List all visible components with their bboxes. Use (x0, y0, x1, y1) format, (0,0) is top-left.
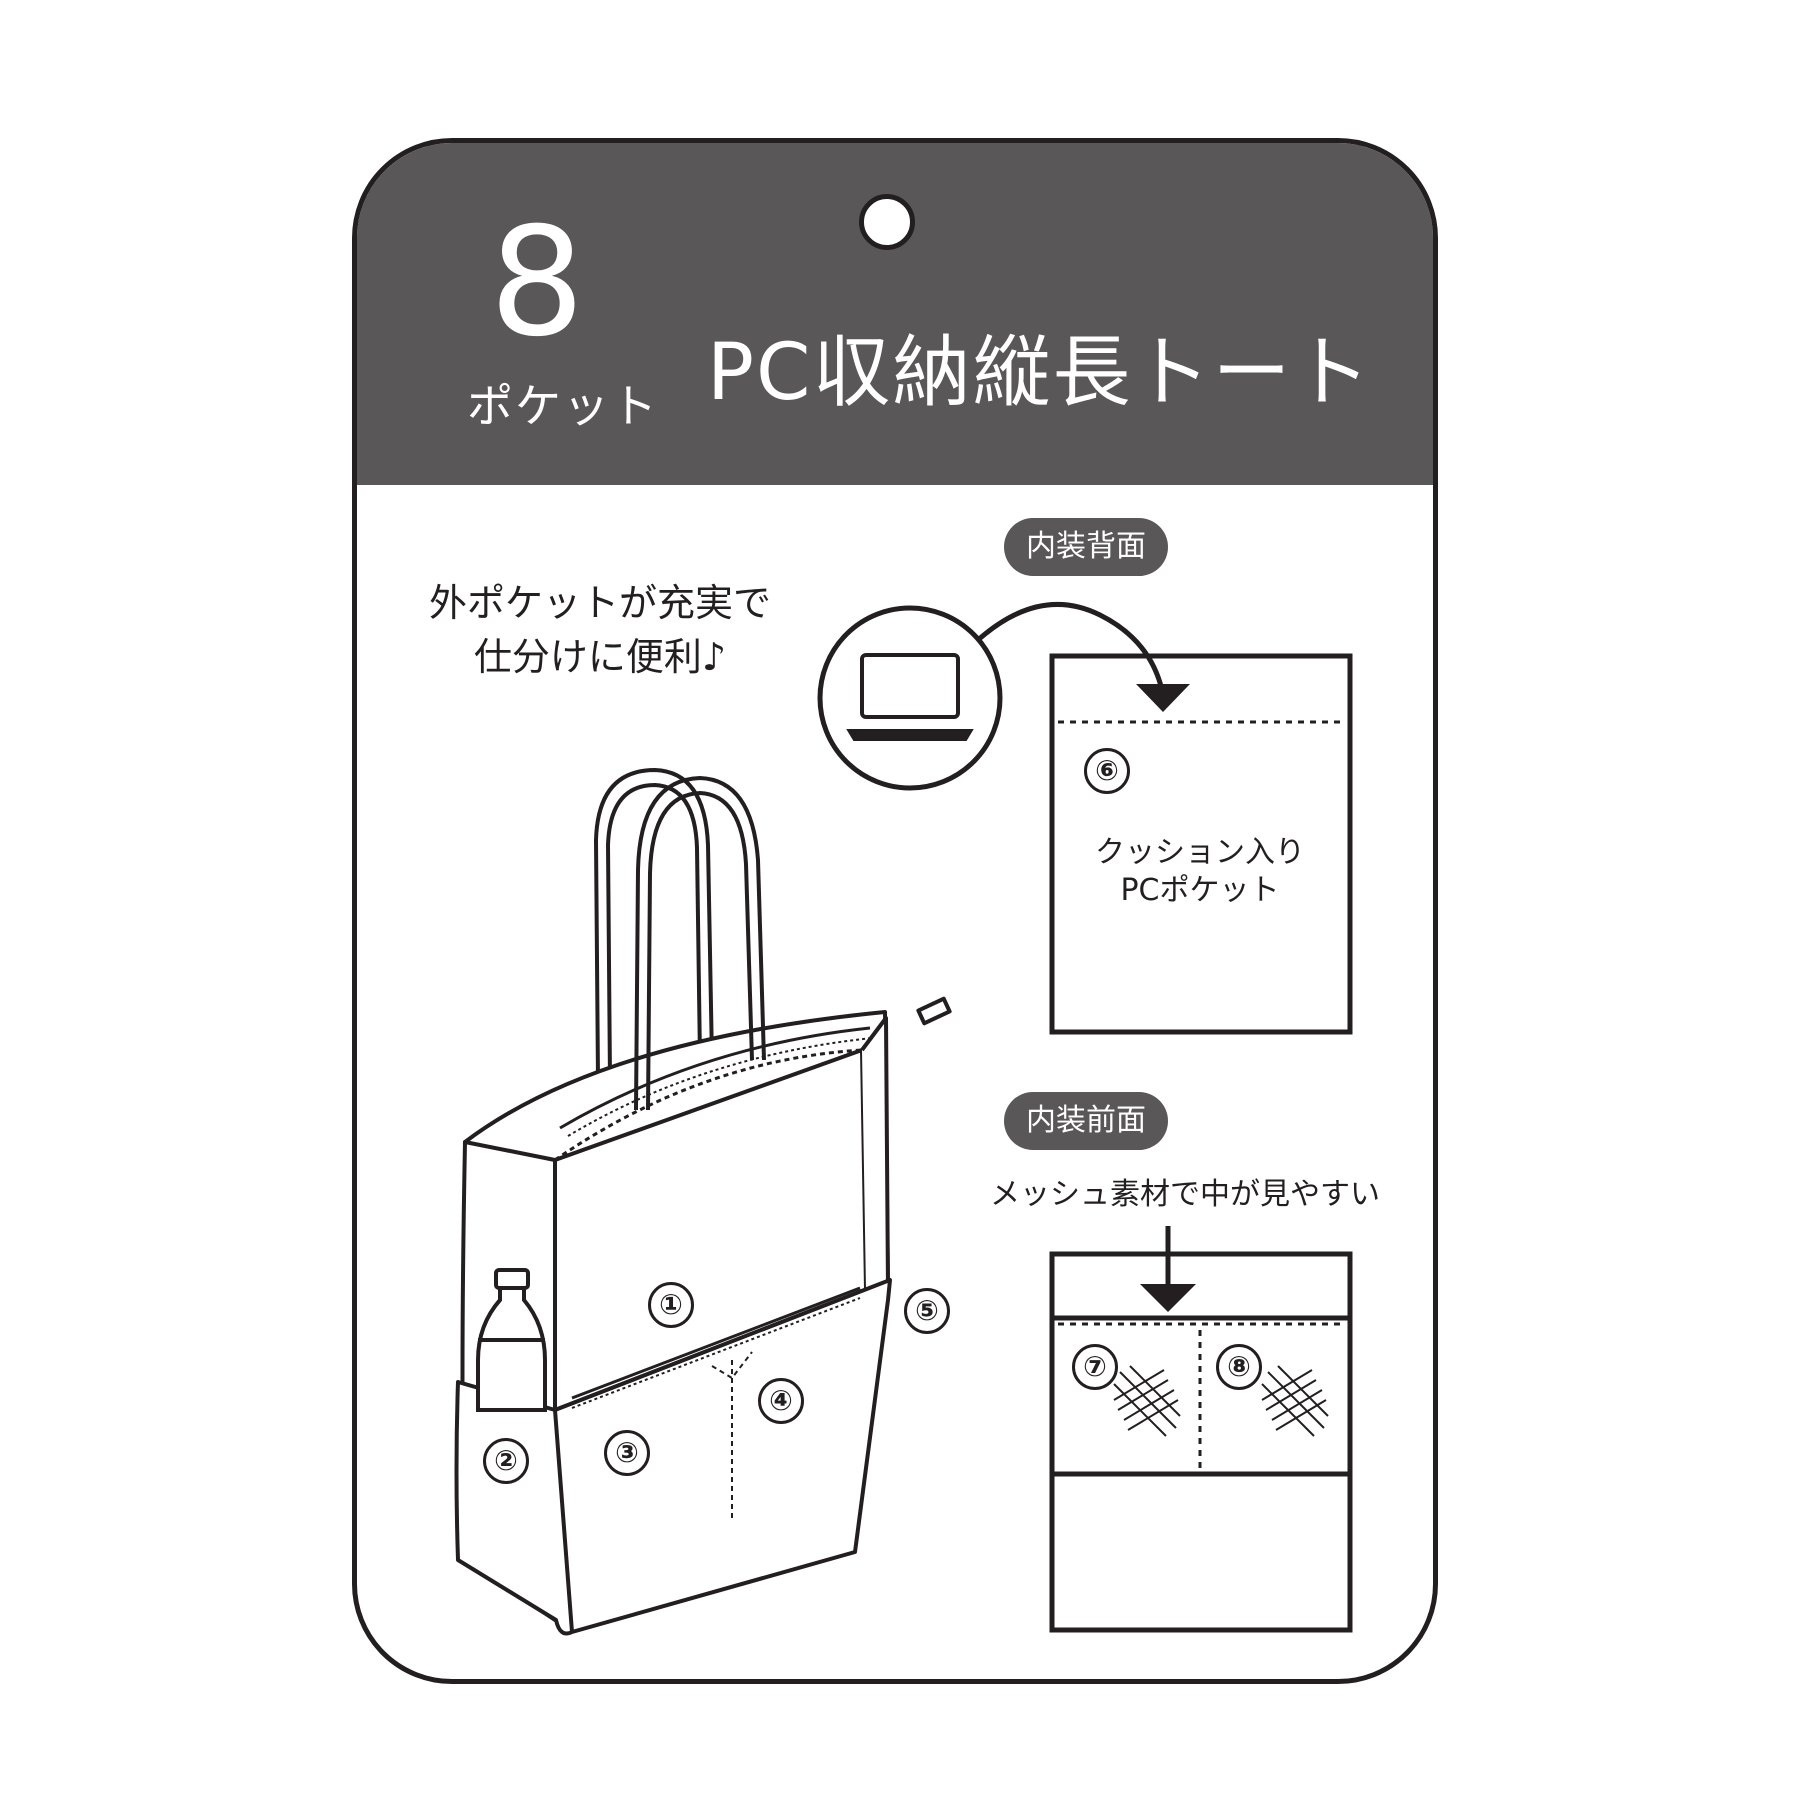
pc-pocket-text: クッション入り PCポケット (1050, 834, 1350, 910)
pocket-8-number: ⑧ (1216, 1344, 1262, 1390)
interior-back-label: 内装背面 (1004, 518, 1168, 576)
tote-bag (454, 768, 952, 1636)
pocket-7-number: ⑦ (1072, 1344, 1118, 1390)
outer-caption-line2: 仕分けに便利♪ (473, 635, 727, 679)
pocket-5-number: ⑤ (904, 1288, 950, 1334)
interior-back-panel (1049, 653, 1353, 1035)
pocket-4-number: ④ (758, 1378, 804, 1424)
interior-front-panel (1049, 1226, 1353, 1633)
interior-front-label: 内装前面 (1004, 1092, 1168, 1150)
pc-pocket-line2: PCポケット (1120, 873, 1280, 908)
laptop-icon (817, 605, 1003, 791)
header-band: 8 ポケット PC収納縦長トート (357, 143, 1433, 485)
pocket-count-number: 8 (489, 196, 585, 370)
outer-caption-line1: 外ポケットが充実で (428, 581, 771, 625)
product-title: PC収納縦長トート (707, 328, 1373, 418)
pocket-1-number: ① (648, 1282, 694, 1328)
pocket-3-number: ③ (604, 1430, 650, 1476)
pocket-2-number: ② (483, 1438, 529, 1484)
arrow-head-back (1136, 684, 1190, 712)
pc-pocket-line1: クッション入り (1095, 835, 1305, 870)
hang-hole (859, 194, 915, 250)
pocket-count-label: ポケット (467, 379, 659, 433)
outer-caption: 外ポケットが充実で 仕分けに便利♪ (400, 576, 800, 684)
mesh-icon (1113, 1365, 1329, 1437)
mesh-caption: メッシュ素材で中が見やすい (990, 1177, 1380, 1212)
arrow-to-pc-pocket (976, 601, 1165, 691)
pocket-6-number: ⑥ (1084, 748, 1130, 794)
bottle-icon (476, 1268, 547, 1412)
